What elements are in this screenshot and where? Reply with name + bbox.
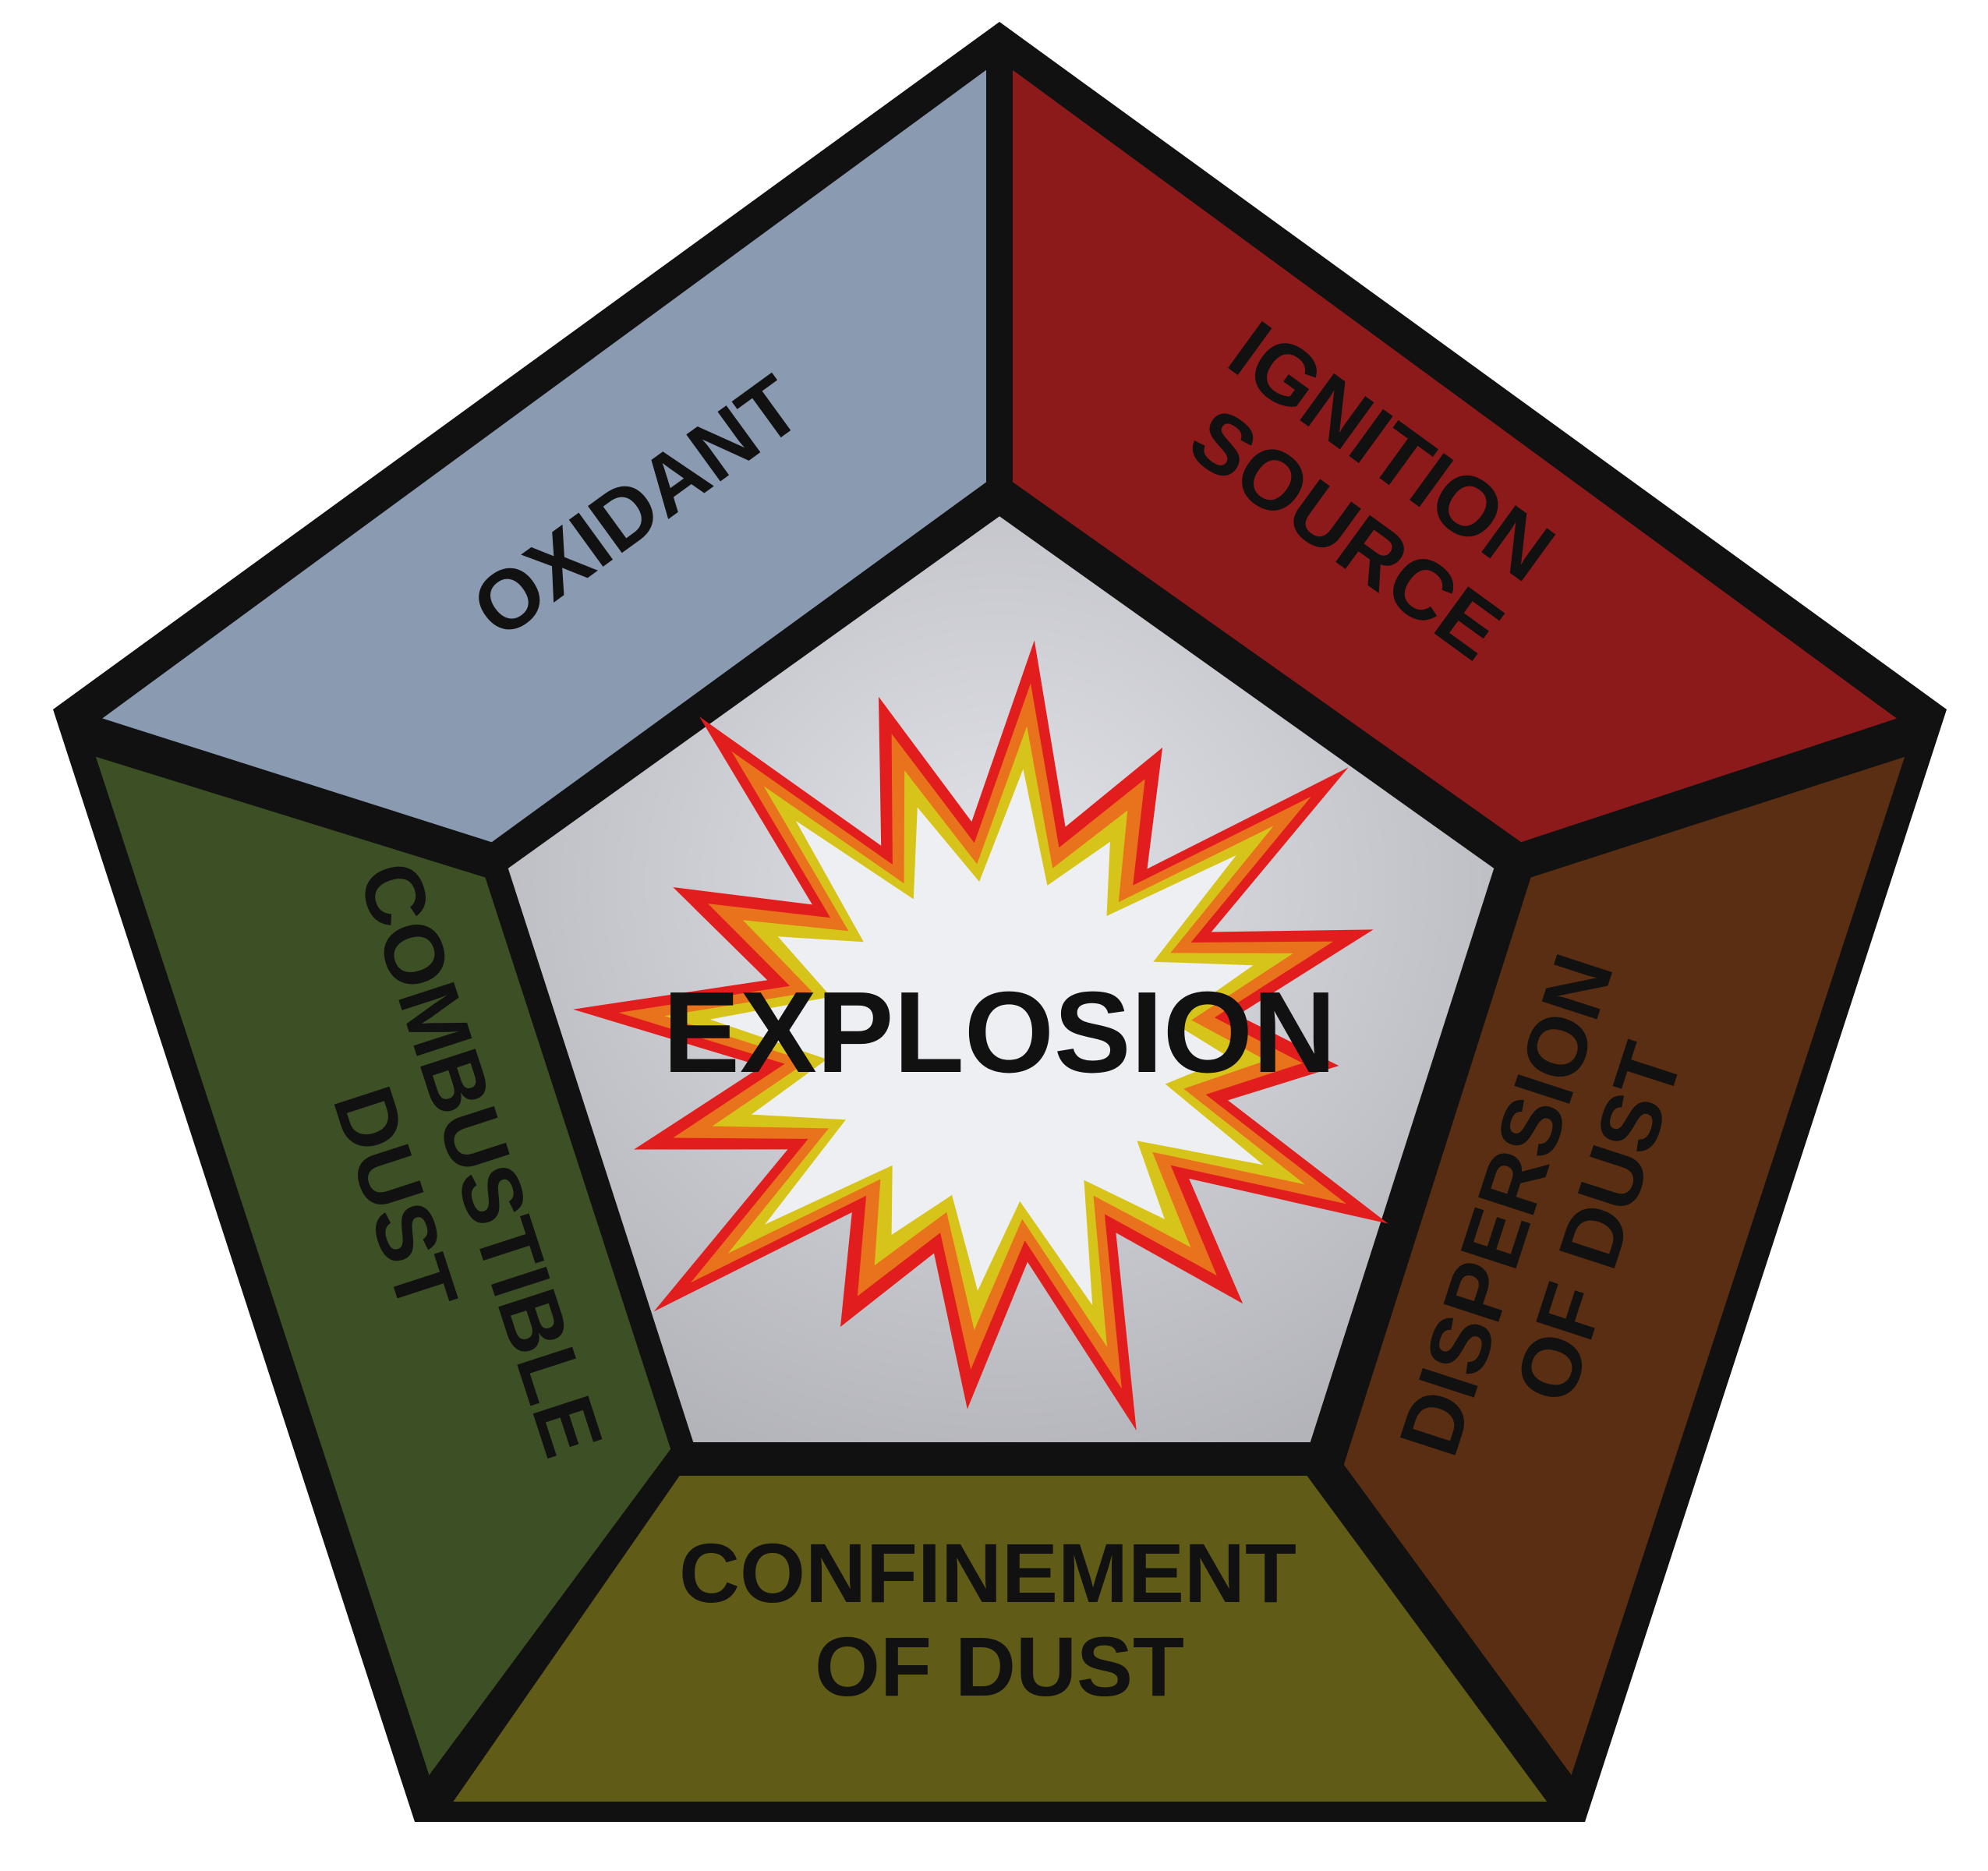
label-confinement-line-2: OF DUST (815, 1619, 1184, 1714)
segment-confinement-of-dust (437, 1465, 1563, 1813)
explosion-burst (573, 640, 1388, 1431)
segment-ignition-source (1002, 54, 1914, 854)
label-confinement-of-dust: CONFINEMENT OF DUST (679, 1526, 1320, 1714)
label-confinement-line-1: CONFINEMENT (679, 1526, 1296, 1620)
segment-dispersion-of-dust (1332, 743, 1919, 1792)
burst-layer-4 (709, 769, 1264, 1306)
segment-oxidant (85, 54, 997, 854)
segment-combustible-dust (82, 743, 682, 1792)
center-label-explosion: EXPLOSION (663, 968, 1336, 1097)
